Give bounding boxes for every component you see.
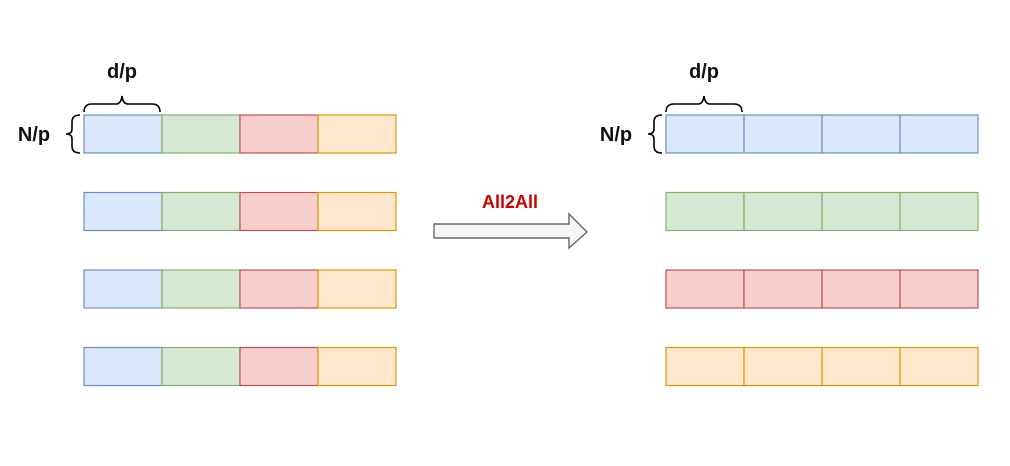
left-block-r3-c2-green <box>161 269 241 309</box>
right-block-r1-c1-blue <box>665 114 745 154</box>
right-block-r4-c2-orange <box>743 346 823 387</box>
right-block-r1-c3-blue <box>821 114 901 154</box>
right-matrix <box>665 114 979 387</box>
left-block-r3-c3-red <box>239 269 319 309</box>
left-width-label: d/p <box>107 61 137 83</box>
right-block-r1-c2-blue <box>743 114 823 154</box>
left-block-r4-c2-green <box>161 346 241 387</box>
left-height-brace <box>65 114 81 154</box>
right-block-r3-c4-red <box>899 269 979 309</box>
left-block-r4-c3-red <box>239 346 319 387</box>
left-block-r3-c1-blue <box>83 269 163 309</box>
right-height-brace <box>647 114 663 154</box>
left-block-r2-c1-blue <box>83 191 163 232</box>
left-block-r4-c4-orange <box>317 346 397 387</box>
left-height-label: N/p <box>18 124 50 146</box>
left-block-r1-c3-red <box>239 114 319 154</box>
all2all-arrow <box>433 212 589 250</box>
right-width-label: d/p <box>689 61 719 83</box>
right-block-r3-c2-red <box>743 269 823 309</box>
left-block-r2-c4-orange <box>317 191 397 232</box>
left-block-r1-c1-blue <box>83 114 163 154</box>
left-block-r2-c2-green <box>161 191 241 232</box>
right-width-brace <box>665 95 743 113</box>
right-block-r3-c1-red <box>665 269 745 309</box>
left-block-r2-c3-red <box>239 191 319 232</box>
all2all-label: All2All <box>482 192 538 212</box>
left-block-r3-c4-orange <box>317 269 397 309</box>
right-block-r4-c3-orange <box>821 346 901 387</box>
right-block-r2-c2-green <box>743 191 823 232</box>
right-block-r1-c4-blue <box>899 114 979 154</box>
left-matrix <box>83 114 397 387</box>
right-block-r3-c3-red <box>821 269 901 309</box>
right-height-label: N/p <box>600 124 632 146</box>
right-block-r4-c1-orange <box>665 346 745 387</box>
left-block-r4-c1-blue <box>83 346 163 387</box>
right-block-r2-c3-green <box>821 191 901 232</box>
left-block-r1-c2-green <box>161 114 241 154</box>
left-width-brace <box>83 95 161 113</box>
left-block-r1-c4-orange <box>317 114 397 154</box>
right-block-r2-c1-green <box>665 191 745 232</box>
right-block-r4-c4-orange <box>899 346 979 387</box>
right-block-r2-c4-green <box>899 191 979 232</box>
